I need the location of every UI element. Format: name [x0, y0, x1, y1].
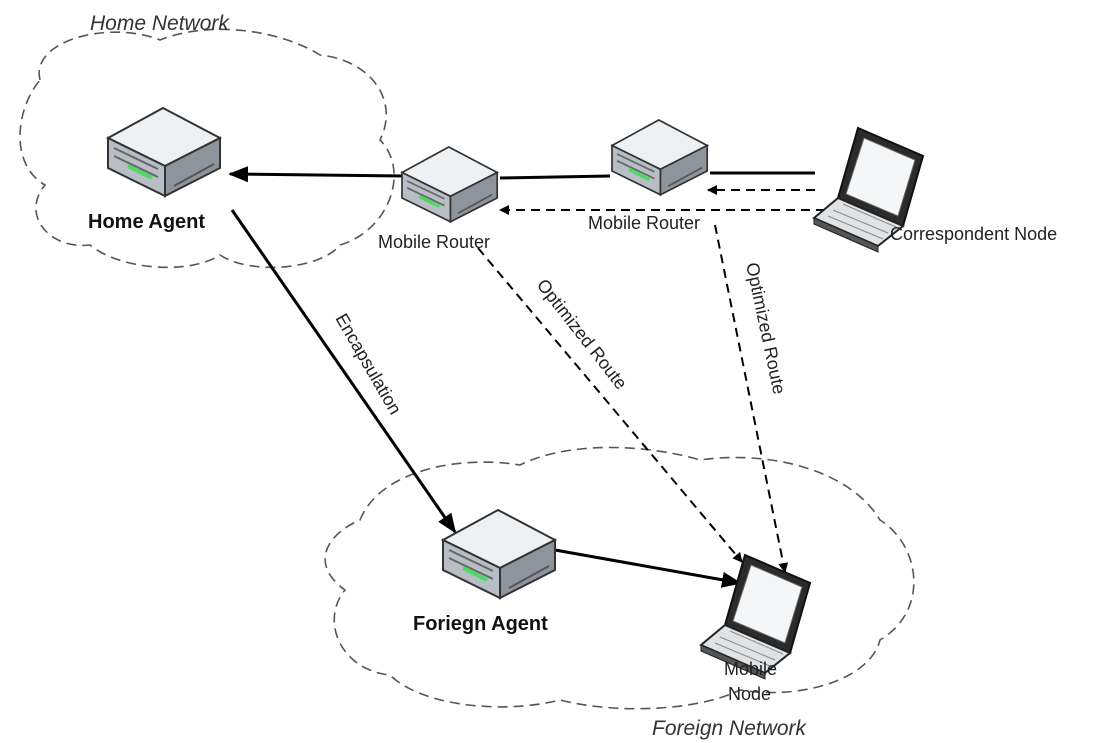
home-agent-router-icon [106, 106, 222, 198]
mobile-router-1-icon [400, 145, 499, 224]
link-router2-to-router1 [499, 174, 611, 180]
foreign-agent-label: Foriegn Agent [413, 613, 548, 635]
foreign-agent-router-icon [441, 508, 557, 600]
foreign-network-label: Foreign Network [652, 717, 808, 740]
encapsulation-arrow [230, 209, 457, 534]
encapsulation-label: Encapsulation [332, 310, 406, 418]
optimized-route-1-arrow [477, 247, 743, 563]
home-agent-label: Home Agent [88, 211, 205, 233]
mobile-node-label-line1: Mobile [724, 659, 777, 679]
foreign-network-cloud [324, 446, 915, 710]
mobile-router-2-icon [610, 118, 709, 197]
home-network-cloud [19, 28, 395, 269]
mobile-node-label-line2: Node [728, 684, 771, 704]
optimized-route-2-label: Optimized Route [742, 261, 789, 396]
mobile-router-1-label: Mobile Router [378, 232, 490, 252]
home-network-label: Home Network [90, 12, 230, 35]
link-router1-to-home-agent [228, 166, 406, 183]
foreign-agent-to-mobile-node-arrow [554, 548, 742, 588]
mobile-router-2-label: Mobile Router [588, 213, 700, 233]
optimized-route-1-label: Optimized Route [533, 275, 631, 393]
correspondent-node-label: Correspondent Node [890, 224, 1057, 244]
